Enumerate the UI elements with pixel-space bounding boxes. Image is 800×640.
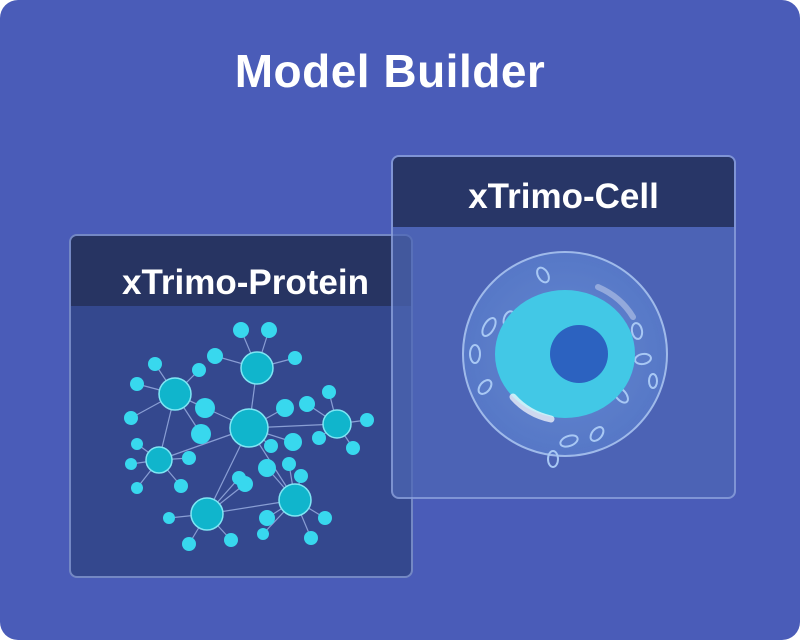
network-node <box>182 537 196 551</box>
cell-vesicle <box>630 322 644 340</box>
network-node <box>258 459 276 477</box>
network-node <box>261 322 277 338</box>
cell-vesicle <box>589 426 605 442</box>
network-node <box>360 413 374 427</box>
network-node <box>191 424 211 444</box>
network-node <box>288 351 302 365</box>
cell-vesicle <box>547 450 559 468</box>
cell-icon <box>462 251 668 468</box>
network-hub-node <box>278 483 312 517</box>
network-node <box>318 511 332 525</box>
page-title: Model Builder <box>234 45 546 97</box>
network-node <box>282 457 296 471</box>
network-node <box>346 441 360 455</box>
cell-nucleus <box>550 325 608 383</box>
protein-card-title: xTrimo-Protein <box>71 236 411 306</box>
network-node <box>257 528 269 540</box>
network-node <box>233 322 249 338</box>
network-node <box>131 438 143 450</box>
cell-vesicle <box>634 352 652 366</box>
cell-vesicle <box>648 373 658 389</box>
network-node <box>312 431 326 445</box>
cell-card-title: xTrimo-Cell <box>393 157 734 227</box>
cell-vesicle <box>477 379 493 395</box>
network-node <box>294 469 308 483</box>
network-node <box>148 357 162 371</box>
network-node <box>174 479 188 493</box>
network-node <box>131 482 143 494</box>
protein-network-icon <box>124 322 374 551</box>
cell-vesicle <box>481 316 497 338</box>
network-node <box>259 510 275 526</box>
network-node <box>224 533 238 547</box>
cell-model-card[interactable]: xTrimo-Cell <box>391 155 736 499</box>
network-node <box>299 396 315 412</box>
network-hub-node <box>322 409 352 439</box>
protein-illustration <box>71 308 411 576</box>
network-hub-node <box>229 408 269 448</box>
cell-vesicle <box>559 434 579 448</box>
network-node <box>284 433 302 451</box>
network-node <box>322 385 336 399</box>
network-node <box>182 451 196 465</box>
cell-highlight-outer <box>595 284 636 320</box>
network-hub-node <box>158 377 192 411</box>
network-node <box>195 398 215 418</box>
network-node <box>163 512 175 524</box>
protein-model-card[interactable]: xTrimo-Protein <box>69 234 413 578</box>
network-hub-node <box>190 497 224 531</box>
cell-highlight <box>509 393 555 423</box>
network-node <box>264 439 278 453</box>
network-node <box>124 411 138 425</box>
network-node <box>304 531 318 545</box>
network-node <box>125 458 137 470</box>
cell-vesicle <box>536 266 550 284</box>
cell-illustration <box>393 229 734 497</box>
network-node <box>192 363 206 377</box>
network-node <box>207 348 223 364</box>
network-node <box>232 471 246 485</box>
cell-vesicle <box>469 344 481 364</box>
network-node <box>130 377 144 391</box>
network-hub-node <box>145 446 173 474</box>
network-hub-node <box>240 351 274 385</box>
network-node <box>276 399 294 417</box>
